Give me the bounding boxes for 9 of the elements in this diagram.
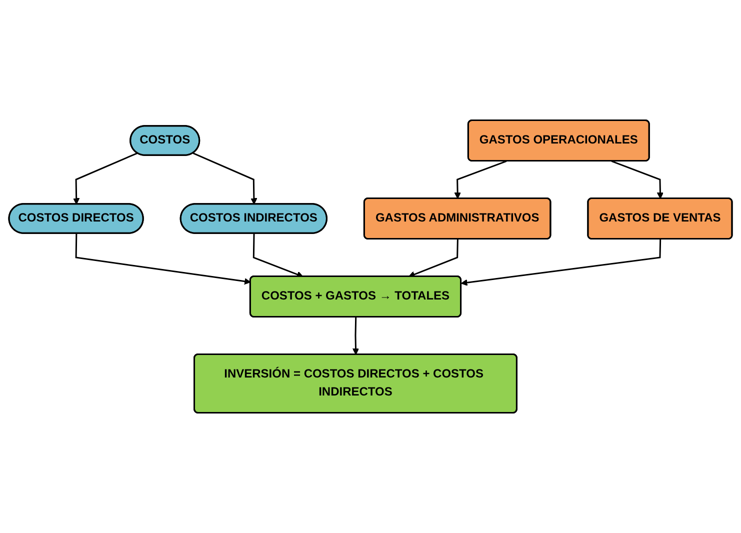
arrow (252, 234, 304, 278)
arrow (454, 160, 507, 199)
arrow (611, 160, 664, 199)
arrow (352, 317, 360, 355)
arrow (73, 152, 138, 205)
arrow (75, 234, 251, 285)
arrow (408, 239, 458, 278)
arrow (460, 239, 662, 286)
arrow (192, 152, 258, 205)
